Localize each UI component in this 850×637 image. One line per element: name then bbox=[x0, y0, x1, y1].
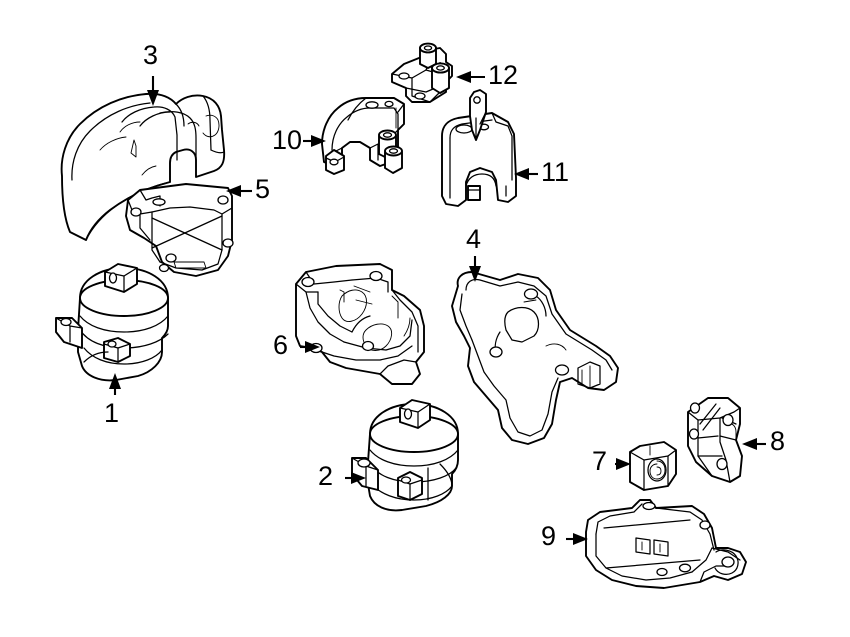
callout-label-3: 3 bbox=[143, 40, 159, 70]
part-stud-plate-bracket[interactable] bbox=[391, 42, 453, 103]
part-mount-strap-bracket[interactable] bbox=[321, 97, 405, 175]
callout-label-1: 1 bbox=[104, 398, 120, 428]
part-engine-mount-left[interactable] bbox=[55, 263, 169, 382]
part-bushing[interactable] bbox=[629, 441, 677, 491]
part-engine-support-bracket[interactable] bbox=[125, 183, 234, 277]
callout-arrow-7 bbox=[615, 458, 631, 470]
callout-arrow-4 bbox=[469, 256, 481, 282]
callout-label-4: 4 bbox=[466, 224, 482, 254]
callout-label-8: 8 bbox=[770, 426, 786, 456]
part-mount-bracket-tall[interactable] bbox=[441, 89, 517, 207]
callout-label-11: 11 bbox=[541, 157, 570, 187]
part-crossmember-shield[interactable] bbox=[585, 499, 747, 589]
callout-arrow-11 bbox=[514, 168, 538, 180]
callout-arrow-1 bbox=[109, 373, 121, 395]
callout-label-5: 5 bbox=[255, 174, 271, 204]
callout-label-10: 10 bbox=[272, 125, 303, 155]
callout-arrow-6 bbox=[300, 341, 320, 353]
callout-arrow-2 bbox=[345, 472, 366, 484]
callout-arrow-10 bbox=[303, 135, 326, 147]
callout-label-9: 9 bbox=[541, 521, 557, 551]
part-transmission-bracket[interactable] bbox=[687, 397, 743, 483]
callout-label-7: 7 bbox=[592, 446, 608, 476]
callout-arrow-12 bbox=[456, 71, 485, 83]
callout-arrow-5 bbox=[226, 185, 252, 197]
part-heat-shield-large[interactable] bbox=[60, 92, 226, 241]
part-engine-mount-bracket[interactable] bbox=[295, 263, 425, 385]
callout-label-12: 12 bbox=[488, 60, 519, 90]
callout-arrow-3 bbox=[147, 76, 159, 106]
part-engine-mount-right[interactable] bbox=[351, 399, 459, 512]
callout-label-2: 2 bbox=[318, 461, 334, 491]
callout-arrow-8 bbox=[742, 438, 766, 450]
callout-label-6: 6 bbox=[273, 330, 289, 360]
callout-arrow-9 bbox=[566, 533, 588, 545]
part-heat-shield-contoured[interactable] bbox=[451, 271, 619, 445]
